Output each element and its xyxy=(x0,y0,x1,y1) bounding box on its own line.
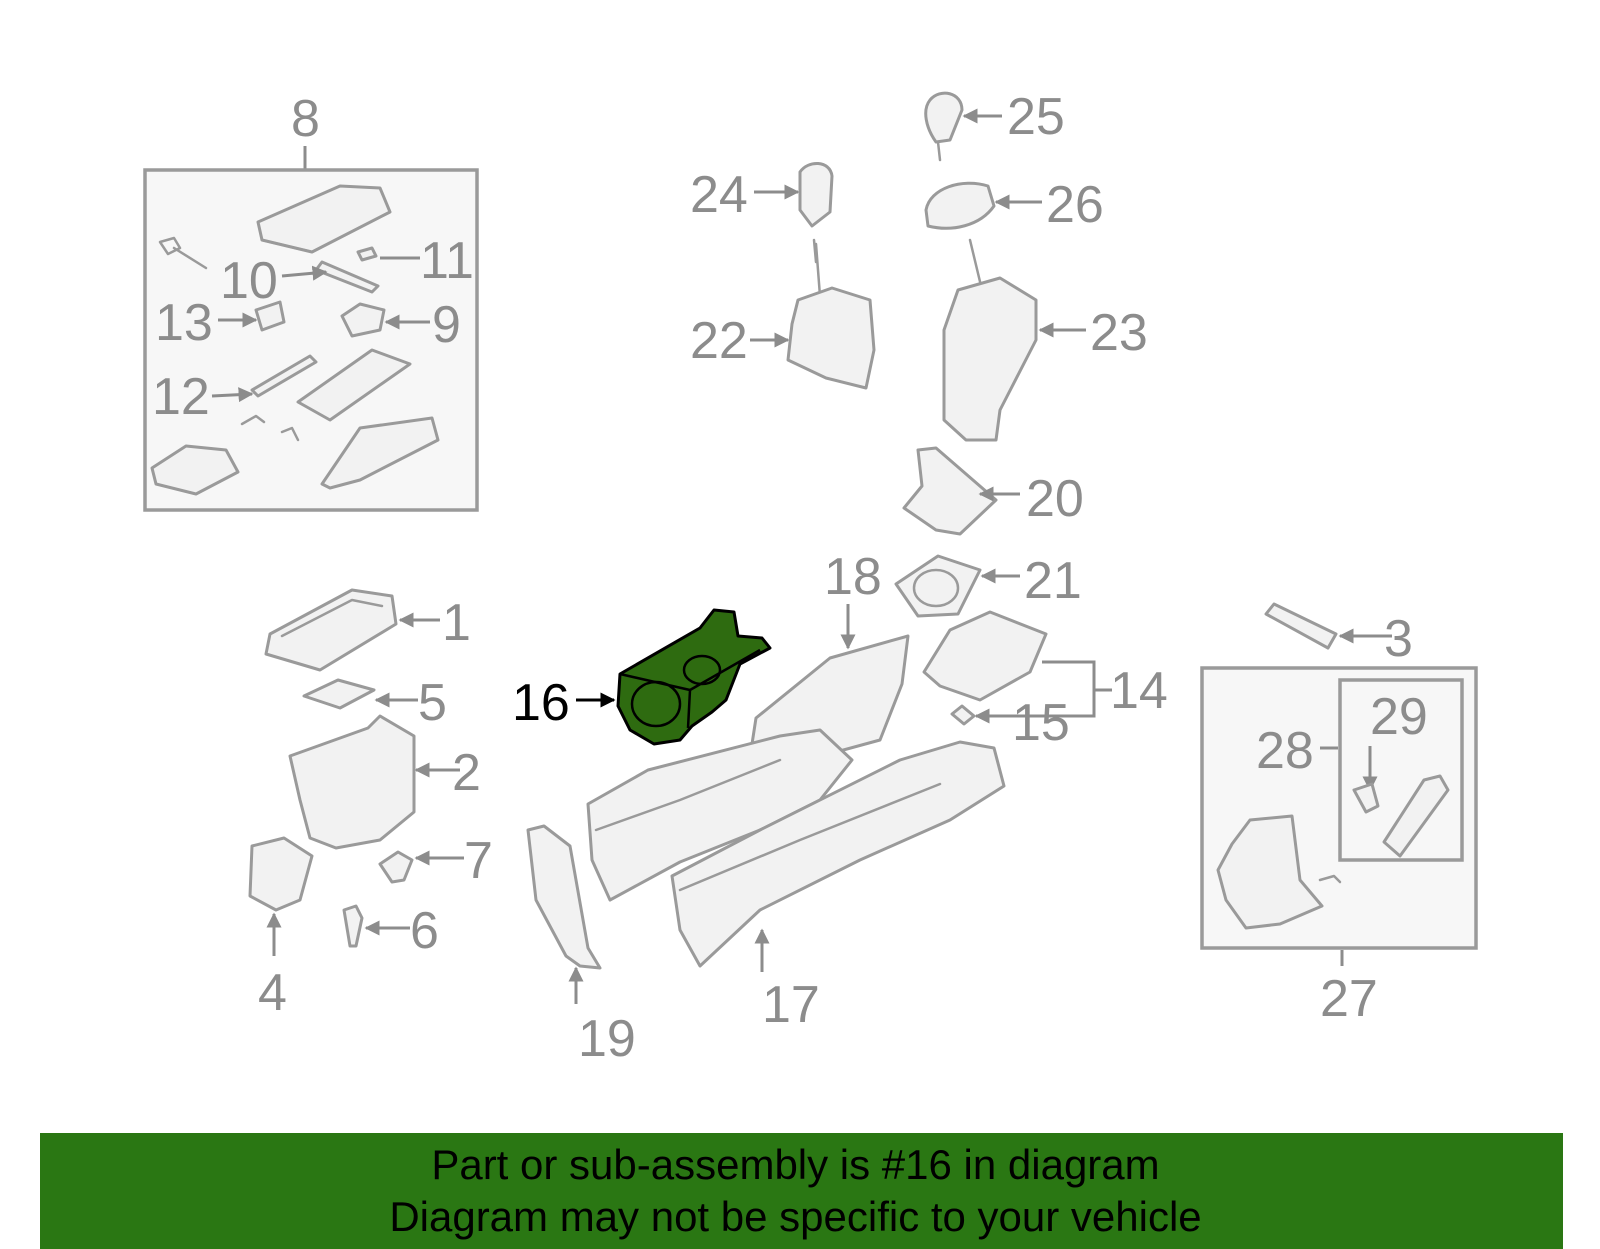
callout-7: 7 xyxy=(464,832,493,890)
callout-2: 2 xyxy=(452,744,481,802)
bracket-assembly-group: 29 28 27 xyxy=(1200,666,1478,1028)
callout-18: 18 xyxy=(824,548,882,606)
callout-13: 13 xyxy=(155,294,213,352)
sub-box-29 xyxy=(1338,678,1464,862)
callout-15: 15 xyxy=(1012,694,1070,752)
callout-21: 21 xyxy=(1024,552,1082,610)
callout-12: 12 xyxy=(152,368,210,426)
callout-10: 10 xyxy=(220,252,278,310)
callout-28: 28 xyxy=(1256,722,1314,780)
callout-14: 14 xyxy=(1110,662,1168,720)
callout-4: 4 xyxy=(258,964,287,1022)
banner-line-1: Part or sub-assembly is #16 in diagram xyxy=(431,1141,1160,1188)
callout-17: 17 xyxy=(762,976,820,1034)
armrest-assembly-group: 8 11 10 13 9 12 xyxy=(143,90,479,512)
callout-24: 24 xyxy=(690,166,748,224)
callout-19: 19 xyxy=(578,1010,636,1068)
callout-25: 25 xyxy=(1007,88,1065,146)
callout-26: 26 xyxy=(1046,176,1104,234)
callout-6: 6 xyxy=(410,902,439,960)
banner-line-2: Diagram may not be specific to your vehi… xyxy=(389,1193,1202,1240)
info-banner: Part or sub-assembly is #16 in diagram D… xyxy=(40,1133,1563,1249)
callout-22: 22 xyxy=(690,312,748,370)
callout-29: 29 xyxy=(1370,688,1428,746)
callout-5: 5 xyxy=(418,674,447,732)
callout-3: 3 xyxy=(1384,610,1413,668)
callout-23: 23 xyxy=(1090,304,1148,362)
callout-11: 11 xyxy=(420,232,474,290)
callout-16: 16 xyxy=(512,674,570,732)
cup-holder-part-16[interactable] xyxy=(616,608,772,746)
callout-9: 9 xyxy=(432,296,461,354)
callout-1: 1 xyxy=(442,594,471,652)
callout-8: 8 xyxy=(291,90,320,148)
callout-27: 27 xyxy=(1320,970,1378,1028)
callout-20: 20 xyxy=(1026,470,1084,528)
